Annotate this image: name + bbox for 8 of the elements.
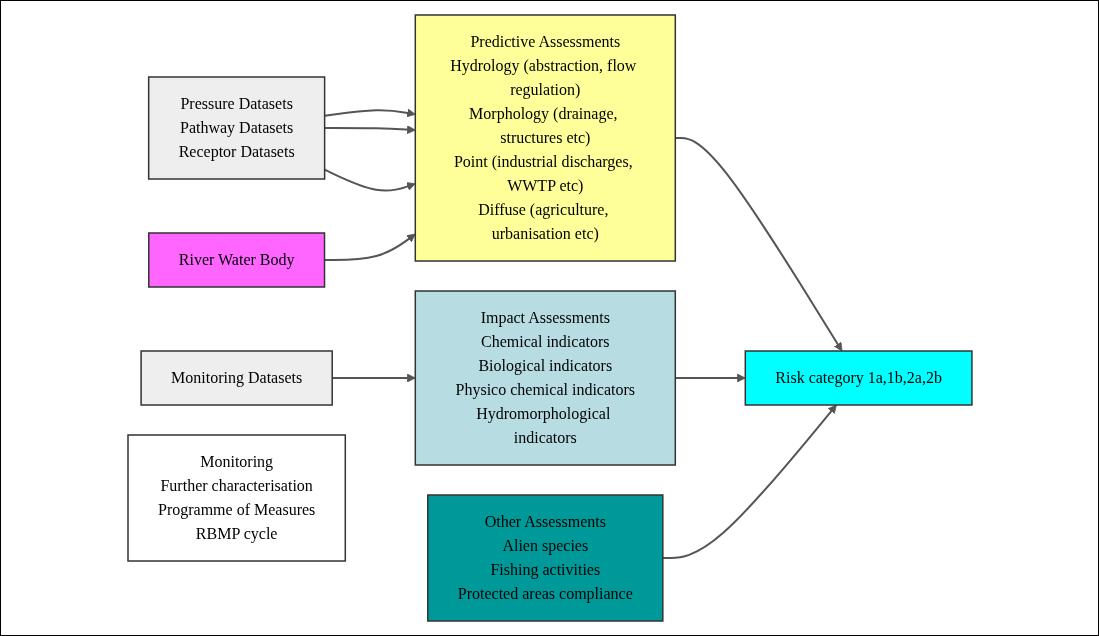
node-box: Monitoring Further characterisation Programme of Measures RBMP cycle bbox=[126, 434, 346, 562]
node-box: Monitoring Datasets bbox=[139, 350, 333, 406]
node-box: Other Assessments Alien species Fishing activities Protected areas compliance bbox=[426, 494, 664, 622]
node-box: Pressure Datasets Pathway Datasets Receptor Datasets bbox=[147, 76, 325, 180]
node-box: River Water Body bbox=[147, 232, 325, 288]
node-box: Risk category 1a,1b,2a,2b bbox=[744, 350, 973, 406]
node-box: Predictive Assessments Hydrology (abstraction, flow regulation) Morphology (drainage, structures etc) Point (industrial discharges, WWTP etc) Diffuse (agriculture, urbanisation etc) bbox=[414, 14, 676, 262]
node-box: Impact Assessments Chemical indicators Biological indicators Physico chemical indicators Hydromorphological indicators bbox=[414, 290, 676, 466]
